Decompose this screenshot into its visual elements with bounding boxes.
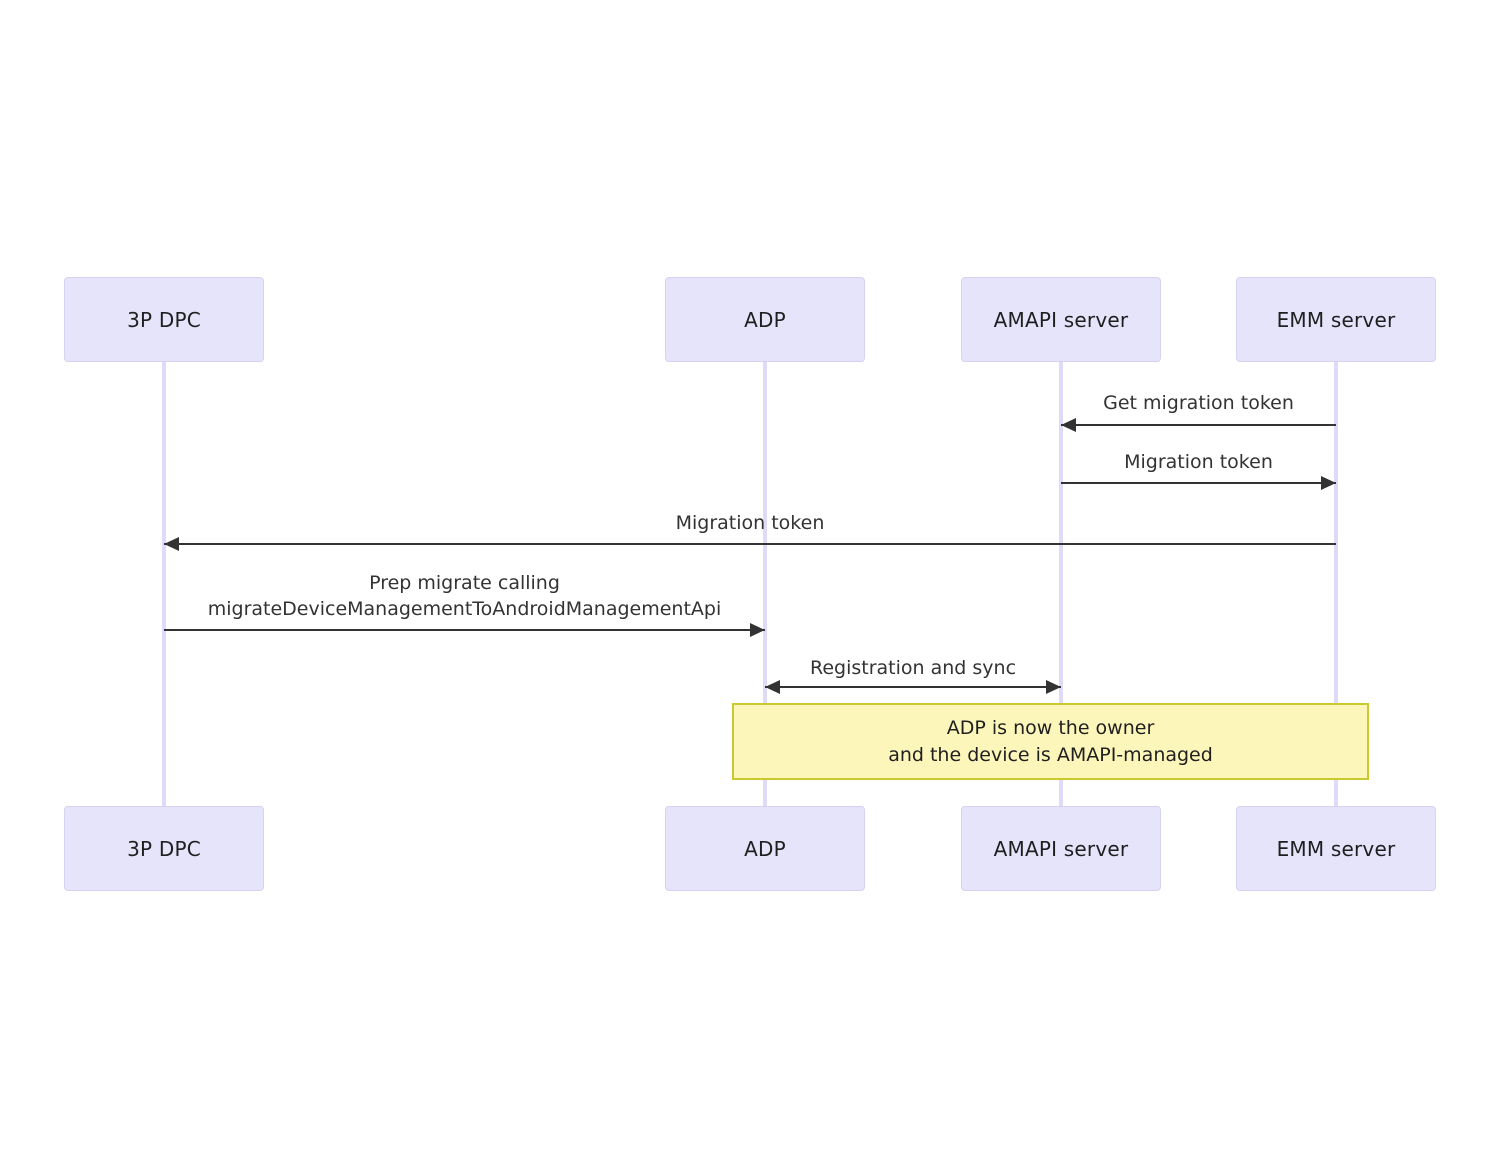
message-label-m5: Registration and sync	[809, 657, 1017, 679]
message-label-m1: Get migration token	[1103, 392, 1294, 414]
message-line	[164, 543, 1336, 545]
lifeline-amapi	[1059, 362, 1063, 806]
message-line	[765, 686, 1061, 688]
participant-label: ADP	[744, 836, 786, 861]
participant-top-dpc[interactable]: 3P DPC	[64, 277, 264, 362]
lifeline-dpc	[162, 362, 166, 806]
participant-label: EMM server	[1276, 836, 1396, 861]
arrowhead-right-icon	[750, 623, 765, 637]
arrowhead-right-icon	[1046, 680, 1061, 694]
note-n1: ADP is now the owner and the device is A…	[732, 703, 1369, 780]
message-m3[interactable]	[164, 537, 1336, 551]
message-label-m4: Prep migrate calling migrateDeviceManage…	[207, 572, 722, 620]
participant-label: AMAPI server	[993, 307, 1129, 332]
lifeline-adp	[763, 362, 767, 806]
participant-bottom-adp[interactable]: ADP	[665, 806, 865, 891]
participant-label: 3P DPC	[127, 836, 201, 861]
participant-top-adp[interactable]: ADP	[665, 277, 865, 362]
arrowhead-left-icon	[765, 680, 780, 694]
participant-label: EMM server	[1276, 307, 1396, 332]
participant-label: ADP	[744, 307, 786, 332]
message-m1[interactable]	[1061, 418, 1336, 432]
message-label-m3: Migration token	[675, 512, 825, 534]
arrowhead-right-icon	[1321, 476, 1336, 490]
message-m4[interactable]	[164, 623, 765, 637]
participant-label: 3P DPC	[127, 307, 201, 332]
participant-top-emm[interactable]: EMM server	[1236, 277, 1436, 362]
message-m5[interactable]	[765, 680, 1061, 694]
participant-bottom-amapi[interactable]: AMAPI server	[961, 806, 1161, 891]
message-line	[164, 629, 765, 631]
participant-bottom-emm[interactable]: EMM server	[1236, 806, 1436, 891]
participant-top-amapi[interactable]: AMAPI server	[961, 277, 1161, 362]
arrowhead-left-icon	[1061, 418, 1076, 432]
lifeline-emm	[1334, 362, 1338, 806]
message-line	[1061, 482, 1336, 484]
participant-label: AMAPI server	[993, 836, 1129, 861]
arrowhead-left-icon	[164, 537, 179, 551]
message-m2[interactable]	[1061, 476, 1336, 490]
note-text: ADP is now the owner and the device is A…	[888, 716, 1213, 766]
participant-bottom-dpc[interactable]: 3P DPC	[64, 806, 264, 891]
message-label-m2: Migration token	[1124, 451, 1273, 473]
message-line	[1061, 424, 1336, 426]
